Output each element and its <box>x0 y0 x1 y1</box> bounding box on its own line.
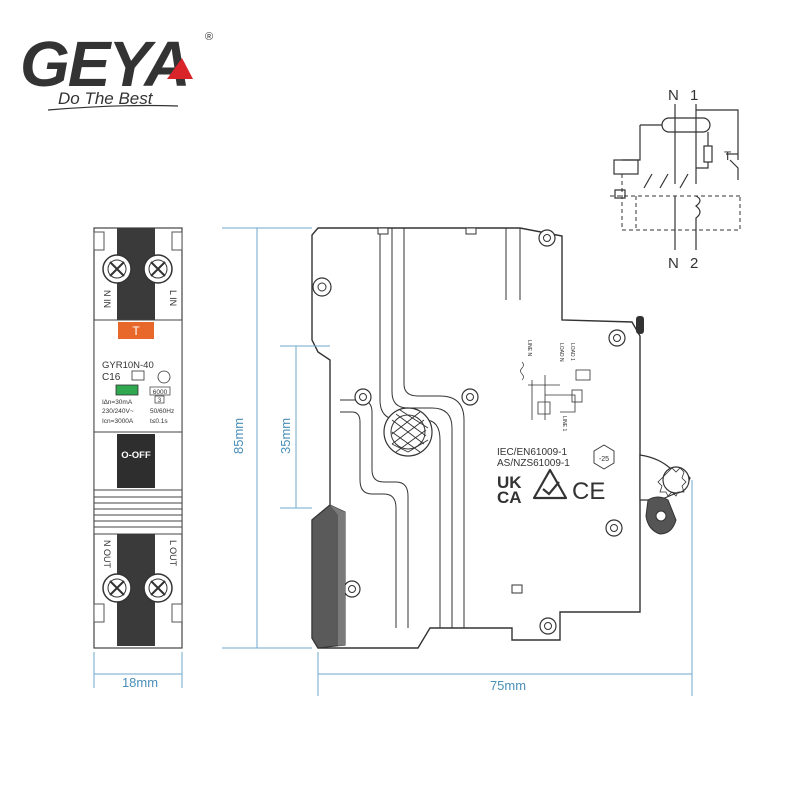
side-view: LINE N LOAD N LOAD 1 LINE 1 IEC/EN61009-… <box>222 227 693 696</box>
wiring-schematic: N 1 N 2 T <box>610 87 741 272</box>
terminal-screw-top-right <box>143 254 173 284</box>
front-top-clip-right <box>171 231 183 251</box>
width-dimension-label: 18mm <box>122 675 158 690</box>
class-digit-box <box>154 395 165 404</box>
rivet-right-upper <box>608 329 626 347</box>
breaking-capacity-value: 6000 <box>153 389 168 396</box>
side-wiring-label-line-n: LINE N <box>526 340 532 357</box>
window-dimension-label: 35mm <box>278 418 293 454</box>
spec-breaking-current: Icn=3000A <box>102 418 134 425</box>
switch-lever[interactable] <box>117 434 155 488</box>
breaking-capacity-box <box>149 386 171 396</box>
front-view: N IN L IN T GYR10N-40 C16 6000 3 I∆n=30m… <box>93 227 183 690</box>
spec-frequency: 50/60Hz <box>150 408 174 415</box>
logo-accent-triangle <box>167 58 193 79</box>
logo-text: GEYA <box>20 28 189 100</box>
rivet-right-lower <box>605 519 623 537</box>
standard-asnzs: AS/NZS61009-1 <box>497 458 570 469</box>
brand-logo: GEYA ® Do The Best <box>20 28 213 111</box>
rcm-mark-icon <box>532 468 568 500</box>
class-digit: 3 <box>158 398 162 404</box>
temperature-hexagon-badge: -25 <box>593 444 615 470</box>
front-bottom-clip-left <box>93 603 105 623</box>
test-button-label: T <box>132 324 140 338</box>
front-top-clip-left <box>93 231 105 251</box>
spec-voltage: 230/240V~ <box>102 408 134 415</box>
rating-label: C16 <box>102 372 121 383</box>
spec-residual-current: I∆n=30mA <box>102 399 133 406</box>
ce-mark: CE <box>572 478 605 505</box>
front-bottom-clip-right <box>171 603 183 623</box>
schematic-top-1: 1 <box>690 87 698 104</box>
side-wiring-diagram: LINE N LOAD N LOAD 1 LINE 1 <box>520 340 591 432</box>
curve-symbol <box>131 370 145 381</box>
rivet-top-left <box>312 277 332 297</box>
height-dimension-label: 85mm <box>231 418 246 454</box>
test-resistor <box>703 145 713 163</box>
rivet-top-right <box>538 229 556 247</box>
label-l-out: L OUT <box>168 540 178 567</box>
spec-trip-time: t≤0.1s <box>150 418 168 425</box>
side-wiring-label-load-n: LOAD N <box>558 343 564 362</box>
logo-tagline: Do The Best <box>58 89 154 108</box>
ukca-mark-top: UK <box>497 473 522 492</box>
tagline-swoosh <box>47 104 179 111</box>
terminal-screw-bottom-left <box>102 573 132 603</box>
label-n-in: N IN <box>102 290 112 308</box>
logo-registered: ® <box>205 31 213 43</box>
rivet-bottom-left <box>343 580 361 598</box>
schematic-test-label: T <box>724 149 732 163</box>
ukca-mark: UK CA <box>497 473 522 507</box>
side-body-outline <box>311 227 641 649</box>
vent-grille <box>383 407 433 457</box>
rivet-center <box>461 388 479 406</box>
ukca-mark-bottom: CA <box>497 488 522 507</box>
side-top-latch <box>636 316 644 334</box>
status-indicator-window <box>115 384 139 396</box>
schematic-bottom-n: N <box>668 255 679 272</box>
label-n-out: N OUT <box>102 540 112 569</box>
switch-lever-label: O-OFF <box>121 450 151 461</box>
rivet-bottom-right <box>539 617 557 635</box>
temperature-badge-small <box>157 370 171 384</box>
model-number: GYR10N-40 <box>102 360 154 371</box>
schematic-bottom-2: 2 <box>690 255 698 272</box>
rivet-left-mid <box>354 388 372 406</box>
terminal-screw-bottom-right <box>143 573 173 603</box>
label-l-in: L IN <box>168 290 178 306</box>
temperature-badge-text: -25 <box>599 456 609 463</box>
side-wiring-label-load-1: LOAD 1 <box>569 343 575 361</box>
schematic-top-n: N <box>668 87 679 104</box>
standard-iec: IEC/EN61009-1 <box>497 447 567 458</box>
side-wiring-label-line-1: LINE 1 <box>561 416 567 432</box>
side-toggle-mechanism <box>639 454 691 535</box>
terminal-screw-top-left <box>102 254 132 284</box>
depth-dimension-label: 75mm <box>490 678 526 693</box>
test-button[interactable] <box>118 322 154 339</box>
